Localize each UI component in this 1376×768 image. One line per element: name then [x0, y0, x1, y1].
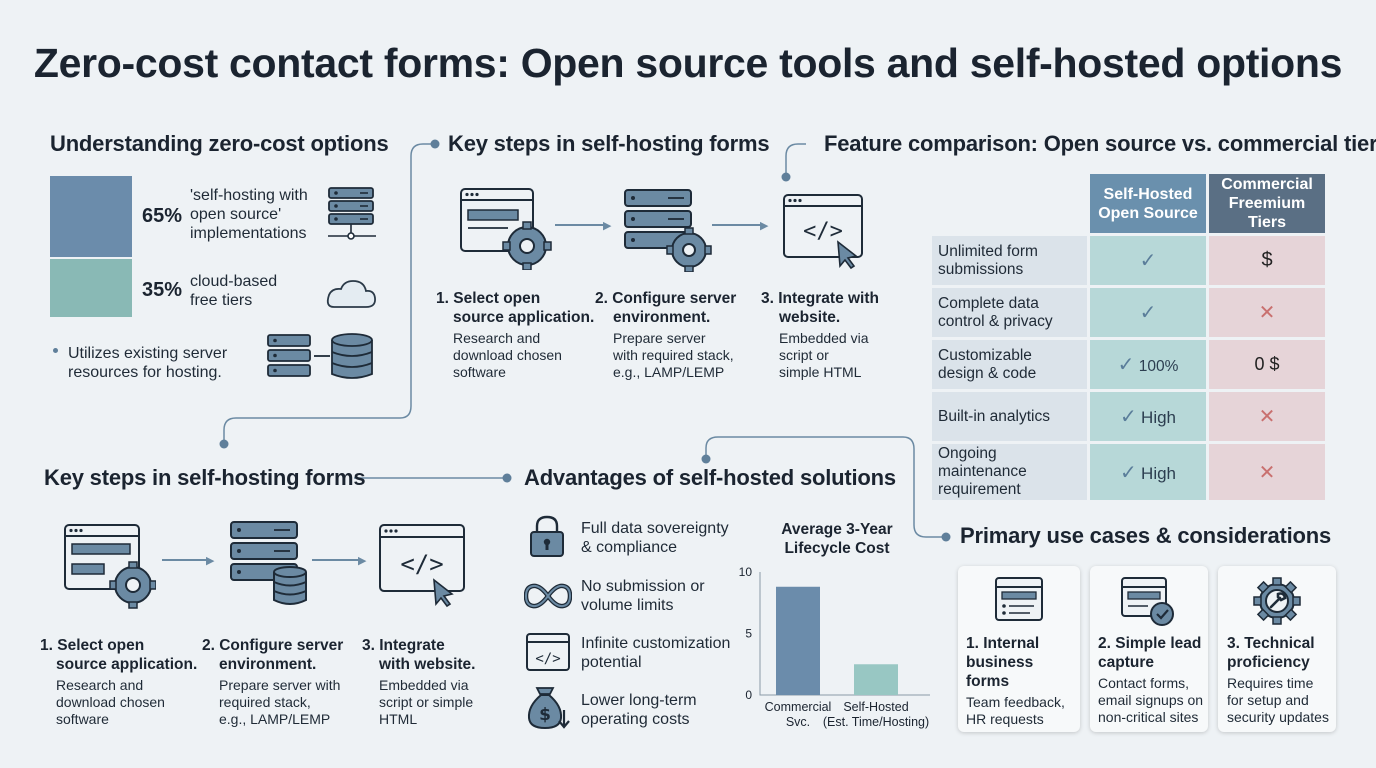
arrow-head: ▶ — [603, 220, 612, 232]
stat-bar-self-hosting — [50, 176, 132, 257]
advantage-item-sovereignty: Full data sovereignty& compliance — [581, 520, 729, 556]
cloud-icon — [326, 280, 376, 308]
advantages-heading: Advantages of self-hosted solutions — [524, 465, 896, 490]
infinity-icon — [524, 583, 572, 609]
bar-commercial — [776, 586, 820, 695]
arrow-head: ▶ — [206, 555, 215, 567]
check-icon: ✓ — [1139, 250, 1157, 272]
comparison-heading: Feature comparison: Open source vs. comm… — [824, 131, 1376, 156]
check-icon: ✓ — [1119, 406, 1137, 428]
stat-bar-cloud — [50, 259, 132, 317]
cross-icon: ✕ — [1258, 406, 1276, 428]
settings-window-icon — [460, 188, 552, 270]
y-tick-label: 5 — [745, 627, 752, 641]
arrow-head: ▶ — [358, 555, 367, 567]
cross-icon: ✕ — [1258, 461, 1276, 484]
stat-pct-self-hosting: 65% — [142, 205, 183, 227]
server-database-icon — [267, 333, 373, 379]
usecases-heading: Primary use cases & considerations — [960, 523, 1332, 548]
form-list-icon — [995, 577, 1043, 621]
check-icon: ✓ — [1119, 461, 1137, 484]
svg-text:</>: </> — [535, 651, 560, 667]
server-database-icon — [230, 521, 307, 605]
lifecycle-cost-chart: 0 5 10 — [739, 565, 930, 702]
code-window-icon: </> — [379, 524, 465, 608]
code-window-icon: </> — [783, 194, 863, 270]
code-window-icon: </> — [526, 633, 570, 671]
padlock-icon — [530, 515, 564, 557]
stat-pct-cloud: 35% — [142, 279, 183, 301]
steps-bottom-heading: Key steps in self-hosting forms — [44, 465, 366, 490]
arrow-head: ▶ — [760, 220, 769, 232]
arrow-line — [162, 559, 210, 561]
arrow-line — [312, 559, 362, 561]
check-icon: ✓ — [1117, 354, 1135, 376]
cross-icon: ✕ — [1258, 302, 1276, 324]
page-title: Zero-cost contact forms: Open source too… — [33, 40, 1343, 86]
money-bag-icon: $ — [527, 687, 570, 730]
table-row: Built-in analytics ✓ High ✕ — [932, 392, 1325, 441]
svg-text:$: $ — [539, 705, 551, 725]
bar-self-hosted — [854, 664, 898, 695]
form-check-icon — [1121, 577, 1174, 626]
server-rack-icon — [328, 187, 376, 240]
svg-text:</>: </> — [803, 219, 843, 244]
svg-text:</>: </> — [400, 550, 443, 578]
arrow-line — [712, 224, 764, 226]
arrow-line — [555, 224, 607, 226]
y-tick-label: 10 — [739, 565, 753, 579]
y-tick-label: 0 — [745, 688, 752, 702]
understanding-heading: Understanding zero-cost options — [50, 131, 389, 156]
bullet-dot — [53, 348, 58, 353]
gear-wrench-icon — [1253, 577, 1301, 625]
check-icon: ✓ — [1139, 302, 1157, 324]
settings-window-icon — [64, 524, 156, 609]
x-tick-label: Self-Hosted(Est. Time/Hosting) — [822, 700, 930, 729]
steps-top-heading: Key steps in self-hosting forms — [448, 131, 770, 156]
server-gear-icon — [624, 189, 712, 272]
